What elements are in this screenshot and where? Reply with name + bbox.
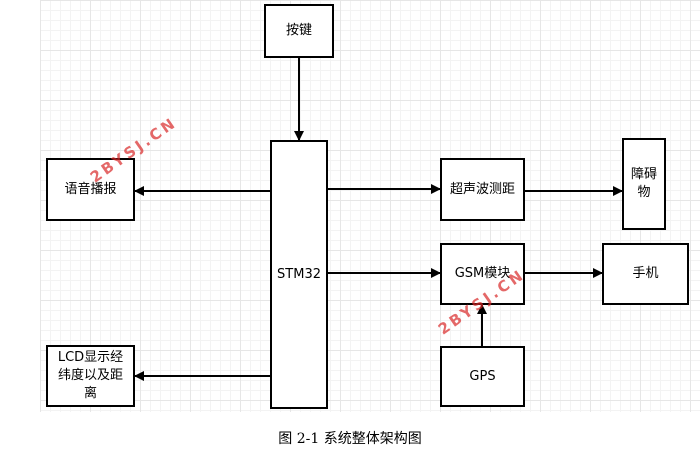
node-gps: GPS [440, 346, 525, 407]
node-phone: 手机 [602, 243, 689, 305]
grid-background [40, 0, 700, 412]
node-stm32-label: STM32 [277, 266, 321, 282]
node-ultrasonic: 超声波测距 [440, 158, 525, 221]
node-keypad: 按键 [264, 4, 334, 58]
node-lcd-display: LCD显示经纬度以及距离 [46, 345, 135, 407]
node-voice-broadcast: 语音播报 [46, 158, 135, 221]
node-stm32: STM32 [270, 140, 328, 409]
node-voice-broadcast-label: 语音播报 [64, 181, 117, 197]
node-gps-label: GPS [469, 368, 496, 384]
node-phone-label: 手机 [632, 266, 659, 281]
node-obstacle: 障碍物 [622, 138, 666, 230]
node-lcd-display-label: LCD显示经纬度以及距离 [57, 350, 124, 401]
node-ultrasonic-label: 超声波测距 [449, 181, 515, 197]
node-keypad-label: 按键 [285, 23, 312, 38]
node-obstacle-label: 障碍物 [630, 167, 657, 200]
node-gsm-module: GSM模块 [440, 243, 525, 305]
node-gsm-module-label: GSM模块 [454, 266, 511, 281]
figure-caption: 图 2-1 系统整体架构图 [278, 431, 422, 447]
